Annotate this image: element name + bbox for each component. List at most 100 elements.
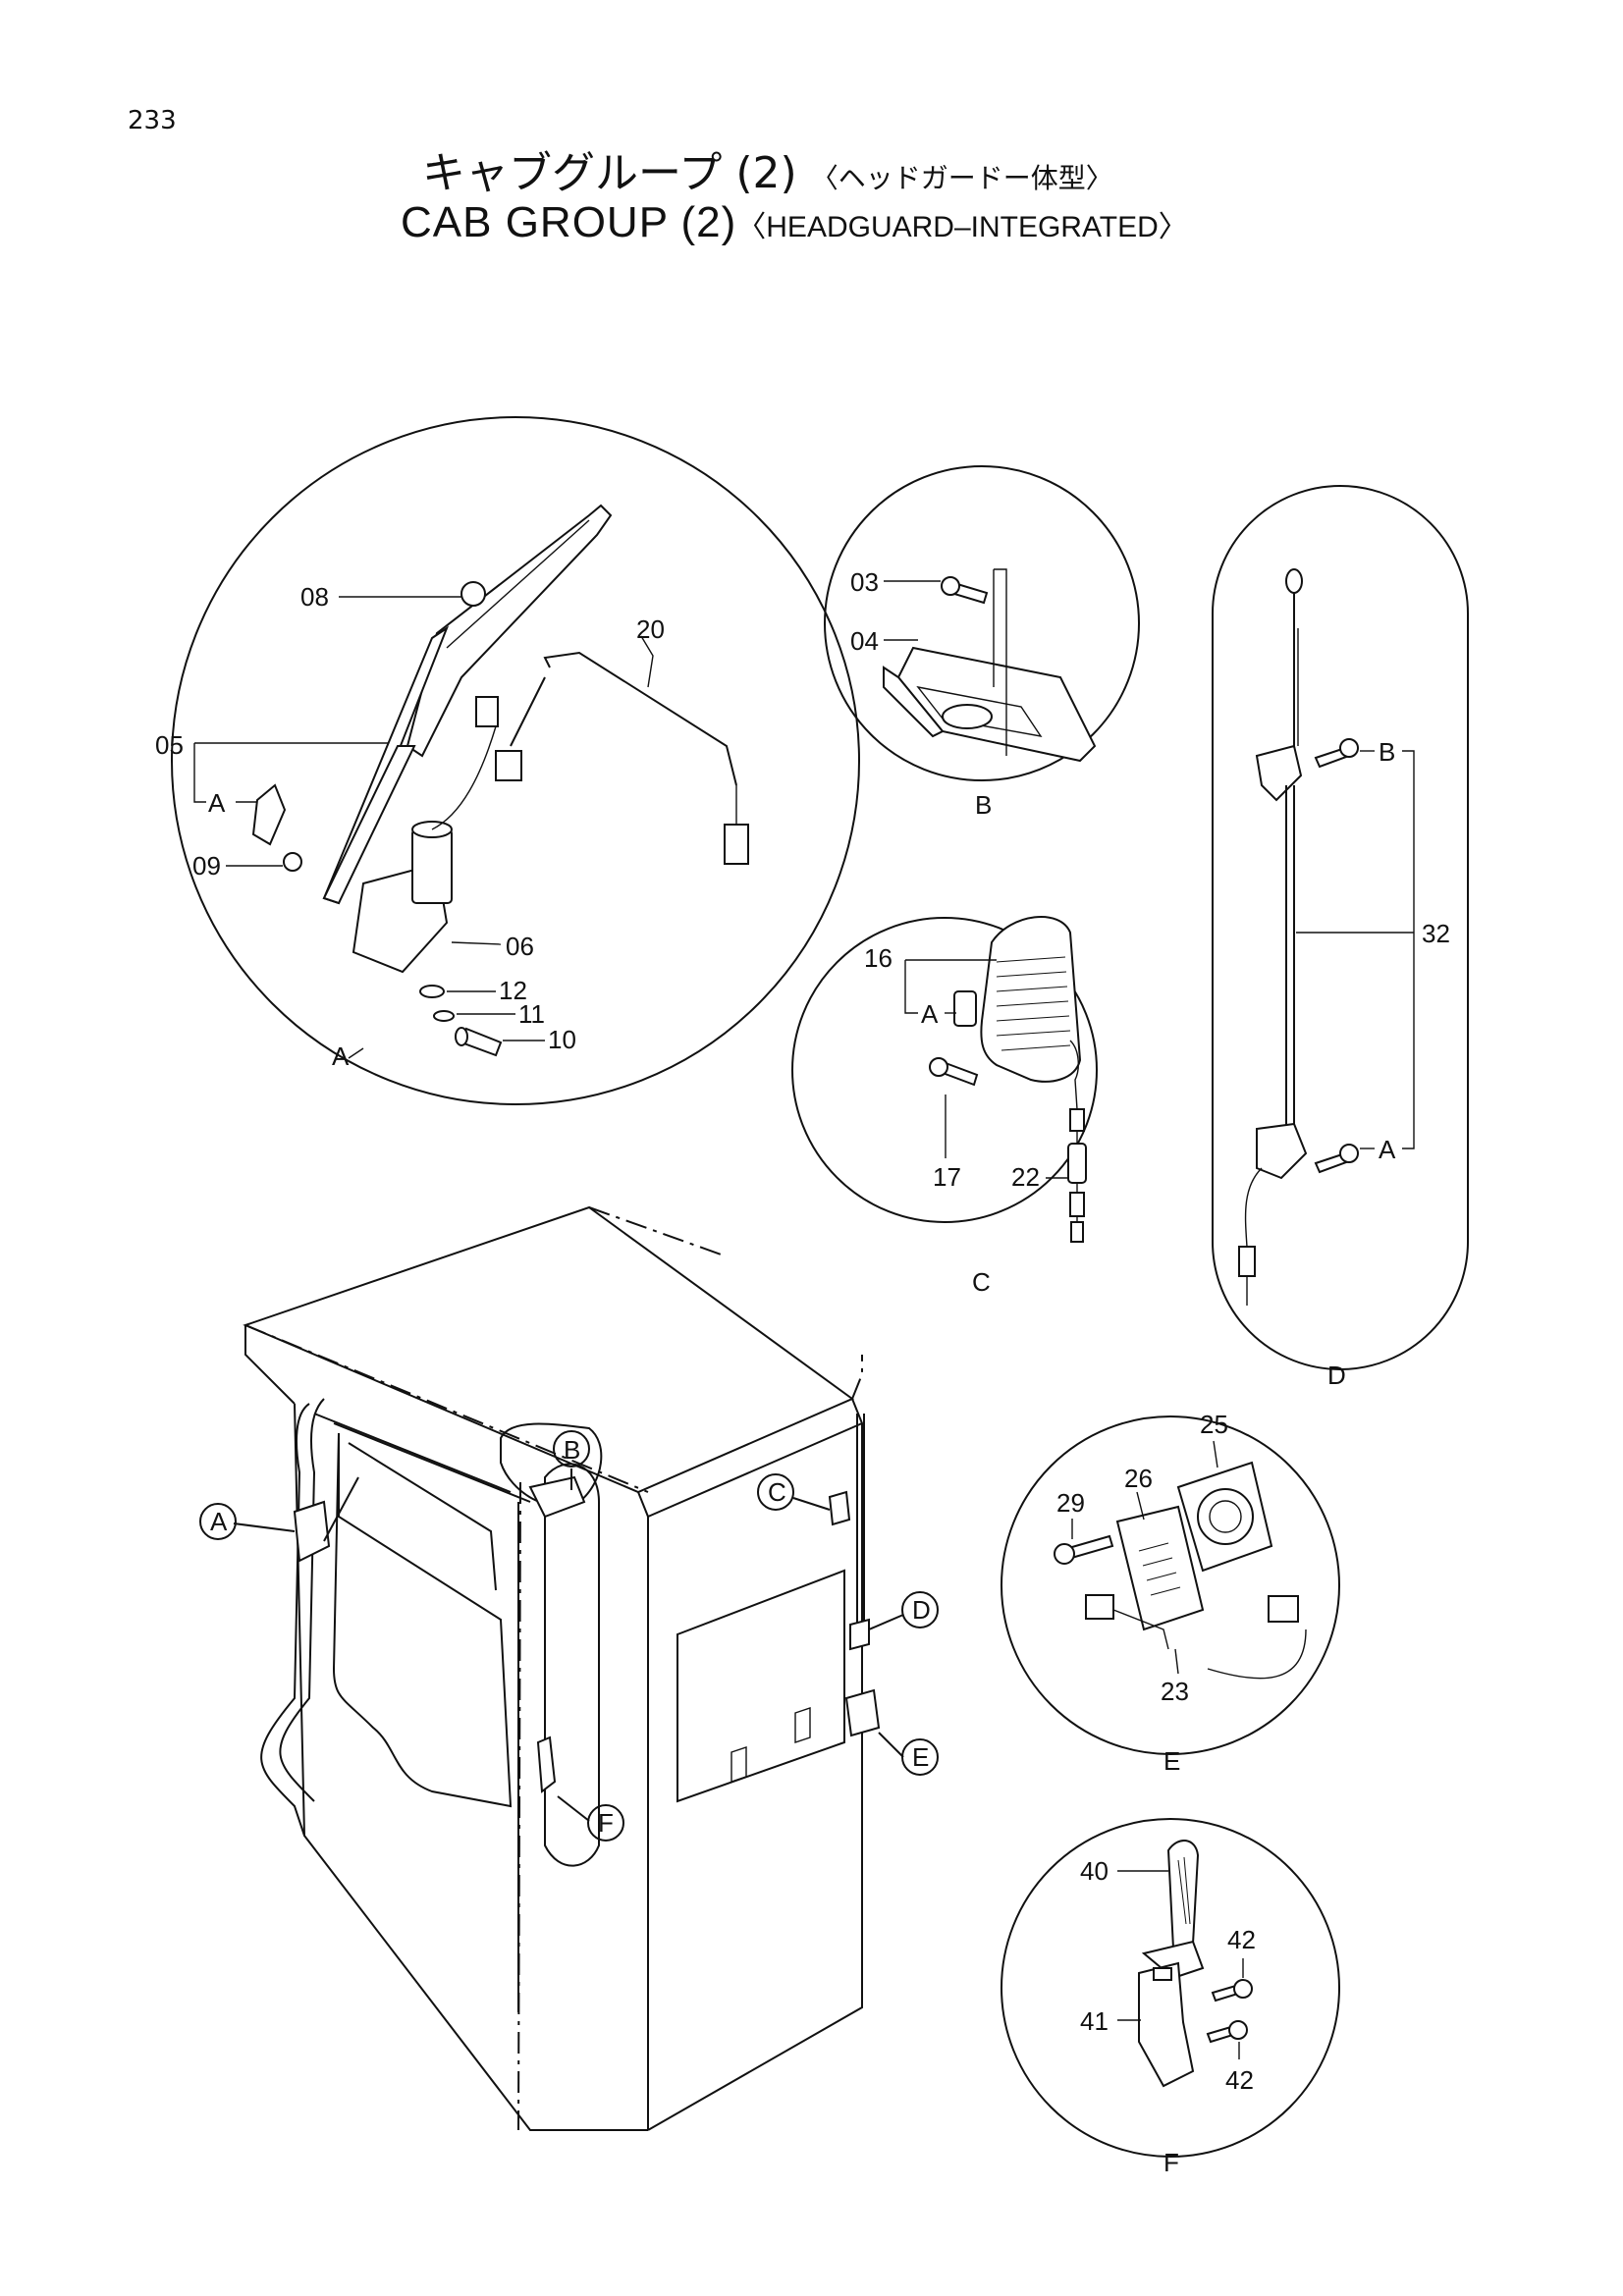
label-40: 40 [1080,1856,1109,1886]
label-05: 05 [155,730,184,760]
cab-door-window-inner [348,1442,497,1591]
view-a-circle [171,416,860,1105]
label-12: 12 [499,976,527,1005]
bolt-42-lower-head [1228,2020,1248,2040]
cab-antenna-mount [849,1618,870,1651]
label-11: 11 [518,999,545,1029]
work-light-bulb [953,990,977,1027]
motor-connector [475,696,499,727]
leader-25 [1213,1440,1218,1468]
callout-d-leader [868,1614,904,1630]
bolt-10-head [455,1027,468,1046]
callout-a-circle [199,1503,237,1540]
plug-1 [1069,1108,1085,1132]
label-23: 23 [1161,1677,1189,1706]
title-japanese: キャブグループ (2) 〈ヘッドガードー体型〉 [422,137,1113,200]
wiper-motor [411,828,453,904]
cab-side-window [676,1569,845,1803]
screw-17-head [929,1057,948,1077]
harness-branch [510,676,546,747]
screw-a-head [1339,1144,1359,1163]
view-c-label: C [972,1267,991,1297]
screw-guide [994,568,1007,756]
speaker-wire-1 [1112,1609,1169,1650]
antenna-upper-mount [1255,744,1303,802]
label-29: 29 [1056,1488,1085,1518]
view-e: 29 26 25 23 E [1001,1410,1340,1776]
label-d-b: B [1379,737,1395,767]
speaker-connector-1 [1085,1594,1114,1620]
label-42-lower: 42 [1225,2065,1254,2095]
callout-a-leader [233,1522,296,1532]
cab-rear-window [544,1463,600,1867]
callout-f-circle [587,1804,624,1842]
cab-front-pillar [260,1403,310,1837]
callout-b-circle [553,1430,590,1468]
cab-hidden-edge-2 [588,1206,728,1257]
lever-grip-ribs [1177,1856,1191,1925]
washer-11 [433,1010,455,1022]
view-e-circle [1001,1415,1340,1755]
label-04: 04 [850,626,879,656]
view-f-label: F [1163,2148,1179,2177]
cab-wiper-arm [323,1476,359,1542]
page-number: 233 [128,106,177,135]
callout-e-label: E [912,1742,929,1772]
cab-front-pillar-inner [279,1398,325,1802]
fuse-holder-22 [1067,1143,1087,1184]
cab-front-frame [294,1403,648,2131]
cab-lever-f [536,1735,557,1793]
view-f: 40 42 41 42 F [1001,1818,1340,2177]
speaker-wire-2 [1207,1629,1307,1680]
callout-e-leader [878,1732,904,1758]
screw-b-head [1339,738,1359,758]
title-english: CAB GROUP (2)〈HEADGUARD–INTEGRATED〉 [401,198,1188,247]
title-en-main: CAB GROUP [401,198,669,246]
label-10: 10 [548,1025,576,1054]
label-22: 22 [1011,1162,1040,1192]
lever-grip-40 [1166,1840,1200,1950]
label-d-a: A [1379,1135,1396,1164]
wiper-blade-clip [460,581,486,607]
cab-roof-front-edge [244,1325,296,1405]
harness-connector-2 [724,824,749,865]
room-light-side [883,666,945,738]
speaker-center [1209,1500,1242,1533]
wiper-blade [406,504,613,758]
cab-roof [243,1205,855,1494]
label-42-upper: 42 [1227,1925,1256,1954]
leader-20 [640,635,654,688]
antenna-cable [1244,1167,1263,1248]
view-a-label: A [332,1041,350,1071]
label-09: 09 [192,851,221,881]
speaker-cover-grille [1138,1542,1181,1596]
speaker-cone [1197,1488,1254,1545]
wiper-arm-body [322,745,416,905]
title-en-sub: 〈HEADGUARD–INTEGRATED〉 [736,211,1188,243]
bracket-slot [1153,1967,1172,1981]
bolt-42-upper-head [1233,1979,1253,1999]
view-b: 03 04 B [824,465,1140,820]
view-a: 08 20 05 A 09 06 12 11 10 A [155,416,860,1105]
callout-f-label: F [598,1808,614,1838]
callout-c-leader [792,1497,831,1511]
cab-light-b-area [500,1422,603,1508]
title-ja-num: (2) [735,148,797,198]
leader-23 [1174,1648,1179,1675]
title-ja-main: キャブグループ [422,148,723,198]
label-16-a: A [921,999,939,1029]
leader-05-a [193,743,206,803]
label-05-a: A [208,788,226,818]
cab-hidden-edge-4 [517,1481,521,2131]
leader-bracket [1402,750,1415,1149]
cab-light-b [528,1475,586,1519]
cab-roof-rail-2 [313,1413,512,1493]
work-light-body [980,916,1082,1083]
callout-c-label: C [768,1477,786,1507]
callout-a-label: A [210,1507,228,1536]
view-d-label: D [1327,1361,1346,1390]
view-d: B 32 A D [1212,485,1469,1390]
screw-03-head [941,576,960,596]
callout-f-leader [557,1795,590,1822]
